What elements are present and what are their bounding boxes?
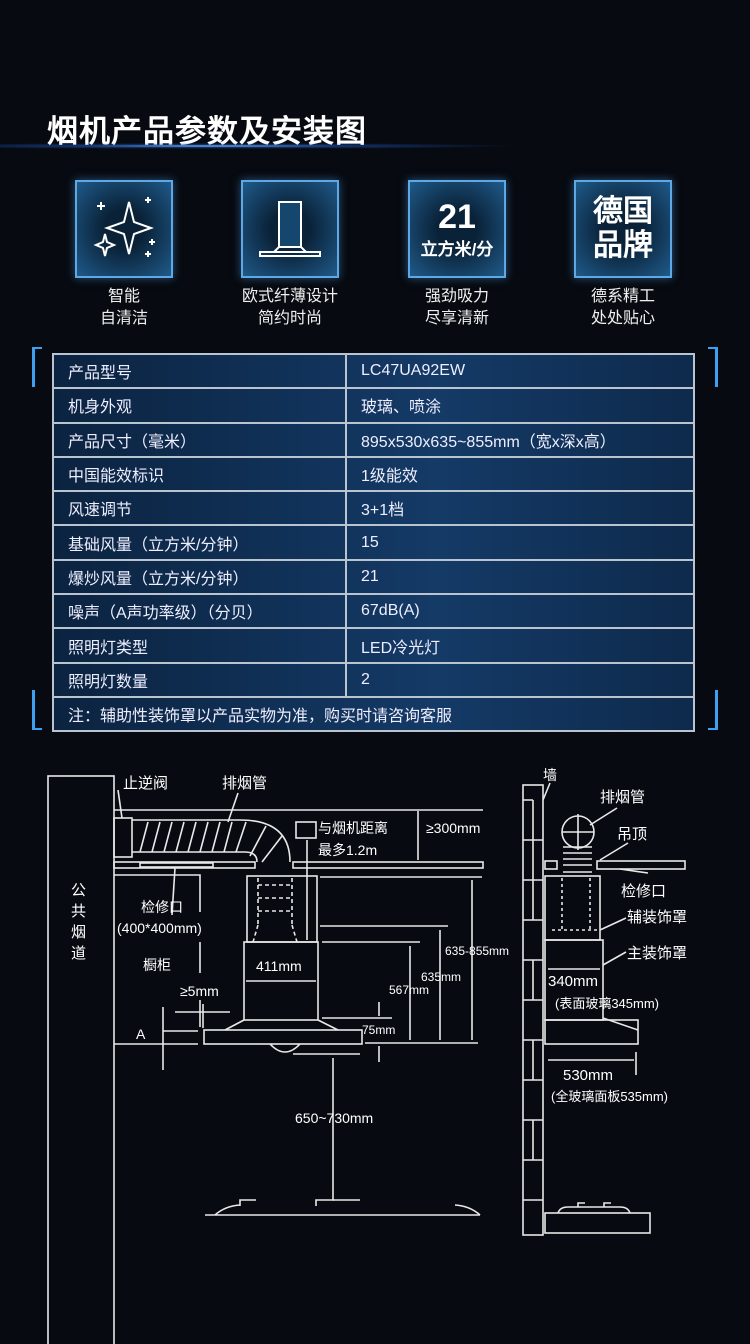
label-depth-530-note: (全玻璃面板535mm) xyxy=(551,1089,669,1104)
label-stove-distance: 650~730mm xyxy=(295,1110,374,1126)
label-right-access: 检修口 xyxy=(621,883,667,900)
spec-label: 产品型号 xyxy=(52,352,347,390)
brand-badge: 德国 品牌 xyxy=(574,180,672,278)
label-cabinet: 橱柜 xyxy=(143,957,171,973)
label-height-635: 635mm xyxy=(421,970,462,984)
spec-value: 1级能效 xyxy=(345,455,695,493)
label-a: A xyxy=(136,1026,146,1042)
label-aux-cover: 辅装饰罩 xyxy=(627,909,688,926)
label-width: 411mm xyxy=(256,958,302,974)
spec-label: 产品尺寸（毫米） xyxy=(52,421,347,458)
label-check-valve: 止逆阀 xyxy=(123,775,169,792)
label-exhaust-pipe: 排烟管 xyxy=(222,775,268,792)
corner-bracket xyxy=(32,347,42,387)
corner-bracket xyxy=(32,690,42,730)
spec-label: 照明灯类型 xyxy=(52,627,347,664)
feature-caption: 简约时尚 xyxy=(257,310,322,327)
feature-caption: 处处贴心 xyxy=(590,310,655,327)
stove-right xyxy=(544,1212,651,1234)
feature-caption: 德系精工 xyxy=(590,288,655,305)
stove-left xyxy=(205,1199,481,1216)
spec-value: LC47UA92EW xyxy=(345,352,695,390)
feature-caption: 强劲吸力 xyxy=(424,288,489,305)
suction-unit: 立方米/分 xyxy=(420,239,494,259)
label-right-exhaust: 排烟管 xyxy=(600,789,646,806)
check-valve xyxy=(113,817,133,858)
spec-label: 中国能效标识 xyxy=(52,455,347,493)
spec-value: 3+1档 xyxy=(345,490,695,527)
label-main-cover: 主装饰罩 xyxy=(627,945,688,962)
label-height-range: 635-855mm xyxy=(445,944,510,958)
label-public-flue: 公共烟道 xyxy=(71,882,87,962)
main-cover xyxy=(243,941,319,1021)
spec-value: 玻璃、喷涂 xyxy=(345,387,695,424)
feature-self-clean: 智能自清洁 xyxy=(74,180,174,330)
spec-value: LED冷光灯 xyxy=(345,627,695,664)
right-panel xyxy=(544,1019,639,1045)
socket xyxy=(295,821,317,839)
table-row: 基础风量（立方米/分钟）15 xyxy=(52,524,695,561)
feature-caption: 尽享清新 xyxy=(424,310,489,327)
corner-bracket xyxy=(708,690,718,730)
label-socket: 与烟机距离 xyxy=(318,820,388,836)
label-ceiling-gap: ≥300mm xyxy=(426,820,481,836)
title-glow-divider xyxy=(0,143,520,149)
spec-label: 风速调节 xyxy=(52,490,347,527)
right-ceiling xyxy=(596,860,686,870)
suction-badge: 21 立方米/分 xyxy=(408,180,506,278)
table-row: 产品尺寸（毫米）895x530x635~855mm（宽x深x高） xyxy=(52,421,695,458)
label-gap: ≥5mm xyxy=(180,983,219,999)
exhaust-duct xyxy=(132,819,291,863)
spec-label: 照明灯数量 xyxy=(52,661,347,698)
brand-text: 德国 xyxy=(593,195,653,228)
table-note-row: 注：辅助性装饰罩以产品实物为准，购买时请咨询客服 xyxy=(52,695,695,733)
label-height-75: 75mm xyxy=(362,1023,396,1037)
feature-suction: 21 立方米/分 强劲吸力尽享清新 xyxy=(407,180,507,330)
spec-label: 爆炒风量（立方米/分钟） xyxy=(52,558,347,596)
spec-label: 机身外观 xyxy=(52,387,347,424)
feature-caption: 智能 xyxy=(107,288,140,305)
table-note: 注：辅助性装饰罩以产品实物为准，购买时请咨询客服 xyxy=(52,695,695,733)
hood-panel xyxy=(203,1029,363,1045)
label-access: 检修口 xyxy=(141,899,183,915)
spec-value: 21 xyxy=(345,558,695,596)
corner-bracket xyxy=(708,347,718,387)
label-access-size: (400*400mm) xyxy=(117,920,202,936)
wall xyxy=(522,784,544,1236)
feature-german-brand: 德国 品牌 德系精工处处贴心 xyxy=(573,180,673,330)
label-ceiling: 吊顶 xyxy=(617,826,648,843)
suction-number: 21 xyxy=(438,197,476,236)
label-depth-340-note: (表面玻璃345mm) xyxy=(555,996,660,1011)
ceiling-slab xyxy=(292,861,484,869)
label-depth-530: 530mm xyxy=(563,1067,614,1084)
cabinet xyxy=(114,874,201,1045)
feature-caption: 欧式纤薄设计 xyxy=(241,288,338,305)
sparkle-icon xyxy=(75,180,173,278)
label-wall: 墙 xyxy=(543,767,557,783)
table-row: 噪声（A声功率级）（分贝）67dB(A) xyxy=(52,593,695,630)
feature-slim-design: 欧式纤薄设计简约时尚 xyxy=(240,180,340,330)
spec-value: 15 xyxy=(345,524,695,561)
label-depth-340: 340mm xyxy=(548,973,599,990)
spec-value: 895x530x635~855mm（宽x深x高） xyxy=(345,421,695,458)
range-hood-icon xyxy=(241,180,339,278)
table-row: 机身外观玻璃、喷涂 xyxy=(52,387,695,424)
label-socket-distance: 最多1.2m xyxy=(318,842,378,858)
public-flue xyxy=(47,775,115,1344)
spec-value: 2 xyxy=(345,661,695,698)
label-height-567: 567mm xyxy=(389,983,430,997)
table-row: 爆炒风量（立方米/分钟）21 xyxy=(52,558,695,596)
brand-text: 品牌 xyxy=(593,229,653,262)
spec-label: 基础风量（立方米/分钟） xyxy=(52,524,347,561)
spec-label: 噪声（A声功率级）（分贝） xyxy=(52,593,347,630)
feature-caption: 自清洁 xyxy=(99,310,148,327)
spec-value: 67dB(A) xyxy=(345,593,695,630)
